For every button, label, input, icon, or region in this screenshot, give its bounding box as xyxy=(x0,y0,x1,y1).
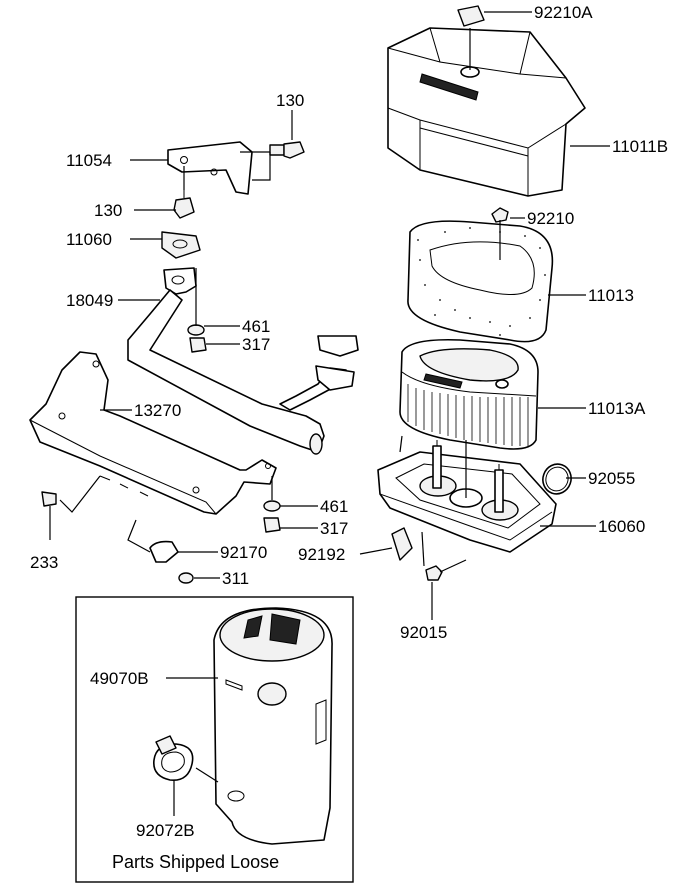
exhaust-pipe-part xyxy=(127,267,359,455)
filter-texture xyxy=(417,227,546,336)
label-92015: 92015 xyxy=(400,623,447,642)
label-130: 130 xyxy=(94,201,122,220)
inset-caption: Parts Shipped Loose xyxy=(112,852,279,872)
nut-317-a-part xyxy=(189,337,207,353)
label-11060: 11060 xyxy=(66,230,112,249)
bracket-part xyxy=(167,141,253,195)
cap-nut-part xyxy=(457,5,485,27)
nut-317-b-part xyxy=(263,517,281,533)
label-461-a: 461 xyxy=(242,317,270,336)
pre-filter-part xyxy=(407,220,554,343)
air-cleaner-base-part xyxy=(377,440,557,553)
label-92170: 92170 xyxy=(220,543,267,562)
label-461-b: 461 xyxy=(320,497,348,516)
clamp-92072B-part xyxy=(153,735,194,781)
parts-shipped-loose-frame xyxy=(75,596,354,883)
air-cleaner-cover-part xyxy=(387,27,586,197)
nut-311-part xyxy=(178,572,194,584)
label-13270: 13270 xyxy=(134,401,181,420)
heat-shield-part xyxy=(29,351,277,515)
nut-461-a-part xyxy=(187,324,205,336)
bolt-130-part xyxy=(173,190,195,219)
label-92192: 92192 xyxy=(298,545,345,564)
label-92210A: 92210A xyxy=(534,3,593,22)
label-317-a: 317 xyxy=(242,335,270,354)
leader-lines xyxy=(49,11,610,816)
label-11013: 11013 xyxy=(588,286,634,305)
breather-part xyxy=(391,527,413,561)
label-92072B: 92072B xyxy=(136,821,195,840)
gasket-part xyxy=(161,231,201,259)
label-233: 233 xyxy=(30,553,58,572)
label-11054: 11054 xyxy=(66,151,112,170)
label-92210: 92210 xyxy=(527,209,574,228)
nut-92015-part xyxy=(425,565,443,581)
screw-233-part xyxy=(41,491,57,507)
label-11011B: 11011B xyxy=(612,137,668,156)
pleat-hatching xyxy=(407,384,529,446)
label-311: 311 xyxy=(222,569,249,588)
label-18049: 18049 xyxy=(66,291,113,310)
bolt-130-top-part xyxy=(269,141,305,159)
clamp-92170-part xyxy=(149,540,179,563)
label-11013A: 11013A xyxy=(588,399,646,418)
label-16060: 16060 xyxy=(598,517,645,536)
label-49070B: 49070B xyxy=(90,669,149,688)
label-92055: 92055 xyxy=(588,469,635,488)
wing-nut-part xyxy=(491,207,509,223)
label-317-b: 317 xyxy=(320,519,348,538)
nut-461-b-part xyxy=(263,500,281,512)
o-ring-part xyxy=(542,463,572,495)
muffler-part xyxy=(213,607,333,845)
air-filter-element-part xyxy=(399,338,539,450)
label-130-top: 130 xyxy=(276,91,304,110)
